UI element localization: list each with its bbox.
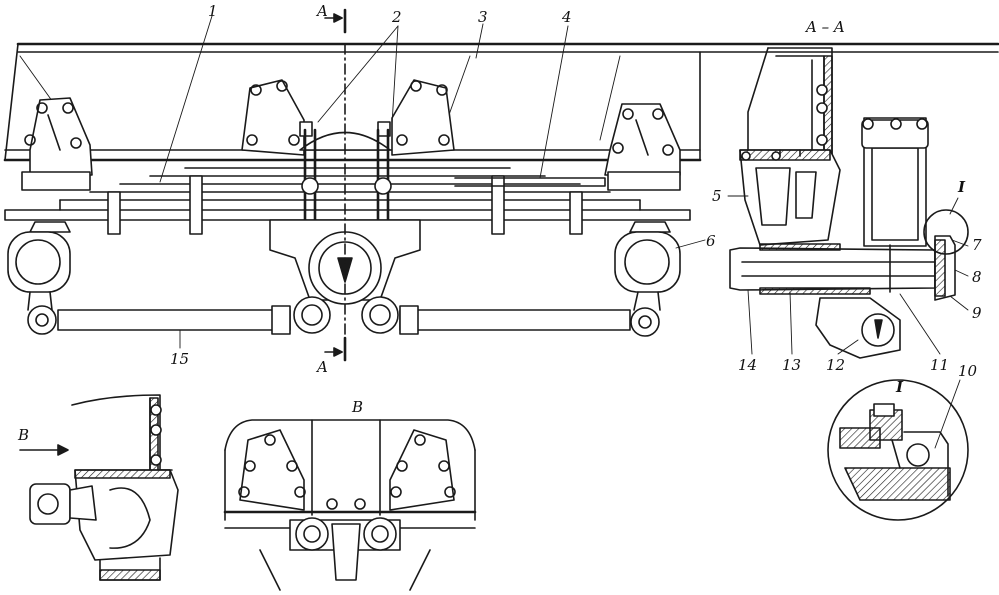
cut-mark-bottom: A [315, 358, 328, 376]
left-spring-bracket [21, 97, 93, 191]
callout-4: 4 [561, 8, 572, 26]
callout-1: 1 [208, 2, 218, 20]
right-axle-end [614, 221, 681, 337]
view-arrow-label: B [17, 426, 29, 444]
detail-mark: I [957, 178, 966, 196]
callout-7: 7 [972, 236, 982, 254]
leaf-spring [4, 128, 691, 235]
callout-9: 9 [972, 304, 982, 322]
callout-8: 8 [972, 268, 982, 286]
center-brackets [241, 79, 455, 156]
view-b-front: B [223, 398, 477, 591]
view-b-side: B [17, 394, 179, 581]
callout-6: 6 [706, 232, 716, 250]
callout-11: 11 [930, 356, 949, 374]
frame-rail [3, 42, 999, 162]
detail-i: I 10 [827, 362, 978, 521]
left-axle-end [7, 221, 71, 335]
callout-14: 14 [738, 356, 757, 374]
main-side-view: 1 2 3 4 6 15 A A [3, 2, 999, 376]
callout-10: 10 [958, 362, 978, 380]
callout-15: 15 [170, 350, 189, 368]
detail-title: I [895, 378, 904, 396]
right-spring-bracket [604, 103, 681, 191]
callout-5: 5 [712, 187, 722, 205]
callout-13: 13 [782, 356, 801, 374]
section-a-a: A – A [712, 18, 982, 374]
section-title: A – A [804, 18, 845, 36]
leader-lines [159, 15, 706, 349]
lower-reaction-rod [57, 305, 631, 335]
callout-2: 2 [391, 8, 402, 26]
section-line-a [324, 8, 347, 362]
cut-mark-top: A [315, 2, 328, 20]
trunnion-hub [269, 219, 421, 334]
callout-12: 12 [826, 356, 845, 374]
callout-3: 3 [478, 8, 488, 26]
view-title: B [351, 398, 363, 416]
